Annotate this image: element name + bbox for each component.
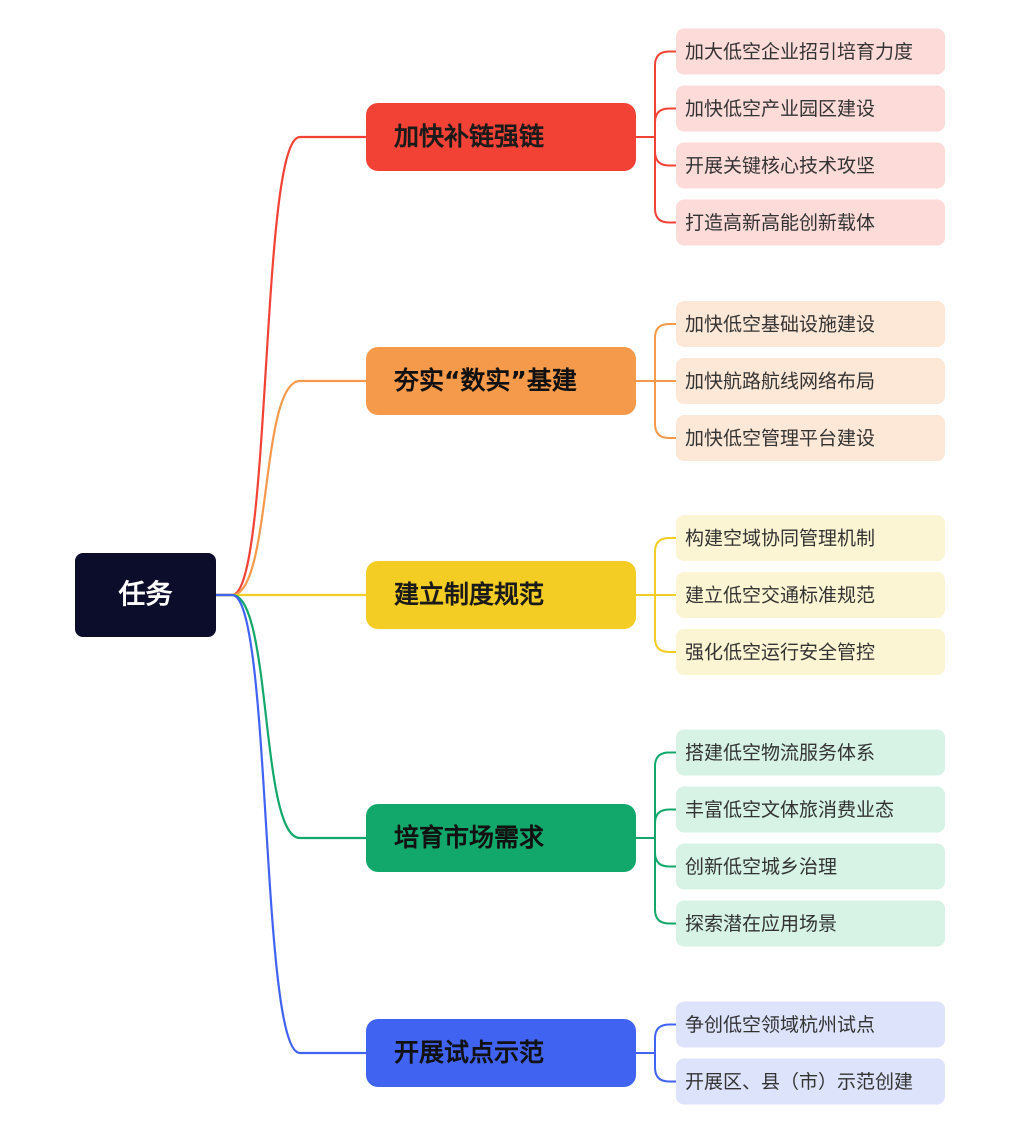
root-branch-connector bbox=[216, 135, 366, 597]
leaf-label: 加快低空基础设施建设 bbox=[685, 314, 875, 336]
node-layer: 加快补链强链 加大低空企业招引培育力度加快低空产业园区建设开展关键核心技术攻坚打造… bbox=[75, 28, 945, 1105]
branch-node[interactable]: 加快补链强链 bbox=[366, 103, 636, 171]
branch-leaf-connector bbox=[654, 838, 676, 925]
branch-node-box bbox=[366, 103, 636, 171]
leaf-node[interactable]: 加快低空产业园区建设 bbox=[676, 85, 945, 132]
leaf-node[interactable]: 构建空域协同管理机制 bbox=[676, 515, 945, 561]
leaf-label: 加快低空管理平台建设 bbox=[685, 428, 875, 450]
leaf-node-box bbox=[676, 786, 945, 833]
leaf-node-box bbox=[676, 629, 945, 675]
branch-leaf-connector bbox=[654, 595, 676, 653]
root-label: 任务 bbox=[118, 580, 173, 611]
leaf-label: 强化低空运行安全管控 bbox=[685, 642, 875, 664]
leaf-label: 搭建低空物流服务体系 bbox=[685, 742, 875, 764]
leaf-label: 加快低空产业园区建设 bbox=[685, 98, 875, 120]
leaf-node[interactable]: 打造高新高能创新载体 bbox=[676, 199, 945, 246]
leaf-node[interactable]: 建立低空交通标准规范 bbox=[676, 572, 945, 618]
root-branch-connector bbox=[216, 593, 366, 840]
leaf-node-box bbox=[676, 843, 945, 890]
leaf-node-box bbox=[676, 900, 945, 947]
branch-node-box bbox=[366, 1019, 636, 1087]
branch-node[interactable]: 培育市场需求 bbox=[366, 804, 636, 872]
branch-leaf-connector bbox=[654, 50, 676, 137]
leaf-node[interactable]: 探索潜在应用场景 bbox=[676, 900, 945, 947]
leaf-node[interactable]: 开展关键核心技术攻坚 bbox=[676, 142, 945, 189]
branch-node[interactable]: 夯实“数实”基建 bbox=[366, 347, 636, 415]
branch-node[interactable]: 开展试点示范 bbox=[366, 1019, 636, 1087]
leaf-node[interactable]: 强化低空运行安全管控 bbox=[676, 629, 945, 675]
branch-leaf-connector bbox=[654, 838, 676, 868]
leaf-node-box bbox=[676, 358, 945, 404]
leaf-label: 探索潜在应用场景 bbox=[685, 913, 837, 935]
leaf-node-box bbox=[676, 1001, 945, 1048]
branch-leaf-connector bbox=[654, 381, 676, 439]
leaf-node[interactable]: 加快航路航线网络布局 bbox=[676, 358, 945, 404]
leaf-node-box bbox=[676, 572, 945, 618]
leaf-label: 构建空域协同管理机制 bbox=[685, 528, 875, 550]
branch-label: 建立制度规范 bbox=[394, 580, 544, 609]
branch-label: 加快补链强链 bbox=[393, 122, 544, 151]
leaf-node[interactable]: 丰富低空文体旅消费业态 bbox=[676, 786, 945, 833]
branch-leaf-connector bbox=[654, 107, 676, 137]
connector-layer bbox=[216, 50, 676, 1083]
leaf-label: 争创低空领域杭州试点 bbox=[685, 1014, 875, 1036]
leaf-node-box bbox=[676, 301, 945, 347]
leaf-node[interactable]: 争创低空领域杭州试点 bbox=[676, 1001, 945, 1048]
leaf-label: 打造高新高能创新载体 bbox=[685, 212, 875, 234]
root-node[interactable]: 任务 bbox=[75, 553, 216, 637]
branch-leaf-connector bbox=[654, 537, 676, 595]
leaf-node-box bbox=[676, 142, 945, 189]
leaf-node[interactable]: 搭建低空物流服务体系 bbox=[676, 729, 945, 776]
branch-node[interactable]: 建立制度规范 bbox=[366, 561, 636, 629]
leaf-node[interactable]: 加快低空管理平台建设 bbox=[676, 415, 945, 461]
leaf-node[interactable]: 加大低空企业招引培育力度 bbox=[676, 28, 945, 75]
leaf-label: 加大低空企业招引培育力度 bbox=[685, 41, 913, 63]
leaf-node-box bbox=[676, 729, 945, 776]
branch-leaf-connector bbox=[654, 808, 676, 838]
leaf-label: 加快航路航线网络布局 bbox=[685, 371, 875, 393]
root-branch-connector bbox=[216, 593, 366, 1055]
leaf-label: 丰富低空文体旅消费业态 bbox=[685, 799, 894, 821]
root-node-box bbox=[75, 553, 216, 637]
leaf-node-box bbox=[676, 85, 945, 132]
branch-node-box bbox=[366, 561, 636, 629]
leaf-node-box bbox=[676, 28, 945, 75]
leaf-label: 创新低空城乡治理 bbox=[685, 856, 837, 878]
leaf-label: 建立低空交通标准规范 bbox=[685, 585, 875, 607]
branch-leaf-connector bbox=[654, 751, 676, 838]
root-branch-connector bbox=[216, 379, 366, 597]
leaf-node-box bbox=[676, 199, 945, 246]
branch-leaf-connector bbox=[654, 1023, 676, 1053]
leaf-label: 开展关键核心技术攻坚 bbox=[685, 155, 875, 177]
branch-leaf-connector bbox=[654, 1053, 676, 1083]
leaf-node-box bbox=[676, 1058, 945, 1105]
branch-node-box bbox=[366, 804, 636, 872]
leaf-label: 开展区、县（市）示范创建 bbox=[685, 1071, 913, 1093]
branch-label: 培育市场需求 bbox=[394, 823, 544, 852]
branch-leaf-connector bbox=[654, 323, 676, 381]
branch-node-box bbox=[366, 347, 636, 415]
leaf-node[interactable]: 创新低空城乡治理 bbox=[676, 843, 945, 890]
branch-leaf-connector bbox=[654, 137, 676, 224]
leaf-node-box bbox=[676, 515, 945, 561]
leaf-node-box bbox=[676, 415, 945, 461]
leaf-node[interactable]: 开展区、县（市）示范创建 bbox=[676, 1058, 945, 1105]
branch-label: 夯实“数实”基建 bbox=[393, 366, 577, 395]
branch-label: 开展试点示范 bbox=[394, 1038, 544, 1067]
leaf-node[interactable]: 加快低空基础设施建设 bbox=[676, 301, 945, 347]
branch-leaf-connector bbox=[654, 137, 676, 167]
